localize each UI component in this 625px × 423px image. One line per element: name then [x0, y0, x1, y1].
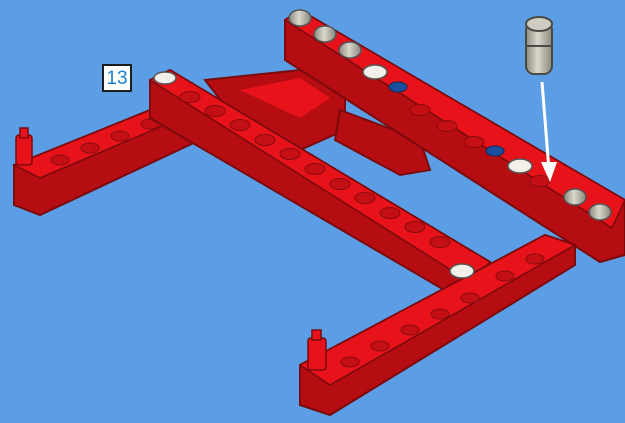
axle-pin-icon	[16, 128, 32, 165]
axle-pin-icon	[308, 330, 326, 370]
step-number: 13	[106, 69, 127, 88]
friction-pin-icon	[526, 17, 552, 74]
step-number-badge: 13	[102, 64, 132, 92]
down-arrow-icon	[541, 82, 557, 182]
